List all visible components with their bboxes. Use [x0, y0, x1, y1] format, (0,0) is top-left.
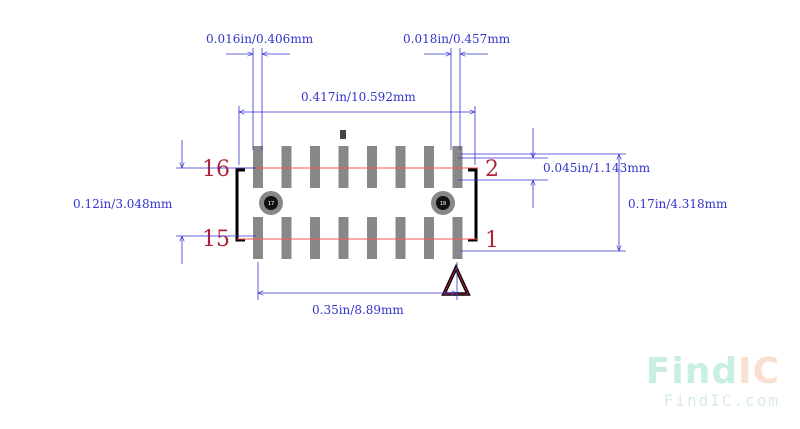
pad-row-bottom	[253, 217, 463, 259]
svg-text:17: 17	[268, 201, 274, 207]
bottom-pad	[253, 217, 263, 259]
body-outline-right	[468, 168, 478, 242]
dim-label-row-pitch: 0.045in/1.143mm	[543, 161, 651, 175]
pin1-triangle-marker	[441, 263, 471, 296]
bottom-pad	[424, 217, 434, 259]
mounting-hole-right: 18	[431, 191, 455, 215]
dim-label-overall-width: 0.417in/10.592mm	[301, 90, 416, 104]
pin-label-15: 15	[202, 227, 230, 252]
dim-label-pad-span: 0.35in/8.89mm	[312, 303, 404, 317]
top-pad	[253, 146, 263, 188]
pin-label-16: 16	[202, 157, 230, 182]
pad-row-top	[253, 146, 463, 188]
bottom-pad	[452, 217, 463, 259]
top-pad	[424, 146, 434, 188]
svg-text:18: 18	[440, 201, 446, 207]
watermark-url: FindIC.com	[663, 391, 780, 410]
body-outline-left	[235, 168, 245, 242]
bottom-pad	[338, 217, 349, 259]
pin-label-2: 2	[485, 157, 499, 182]
orientation-marker	[340, 130, 346, 139]
watermark-logo: FindIC	[645, 351, 780, 392]
top-pad	[338, 146, 349, 188]
bottom-pad	[395, 217, 406, 259]
top-pad	[367, 146, 377, 188]
top-pad	[395, 146, 406, 188]
dim-label-overall-height: 0.17in/4.318mm	[628, 197, 728, 211]
dim-label-pad-length: 0.12in/3.048mm	[73, 197, 173, 211]
bottom-pad	[310, 217, 320, 259]
top-pad	[452, 146, 463, 188]
findic-watermark: FindIC FindIC.com	[646, 352, 780, 410]
dim-label-pad-width: 0.016in/0.406mm	[206, 32, 314, 46]
top-pad	[310, 146, 320, 188]
bottom-pad	[281, 217, 292, 259]
pin-label-1: 1	[485, 228, 499, 253]
dimension-lines	[176, 48, 626, 300]
dim-label-pad-gap: 0.018in/0.457mm	[403, 32, 511, 46]
bottom-pad	[367, 217, 377, 259]
top-pad	[281, 146, 292, 188]
mounting-hole-left: 17	[259, 191, 283, 215]
